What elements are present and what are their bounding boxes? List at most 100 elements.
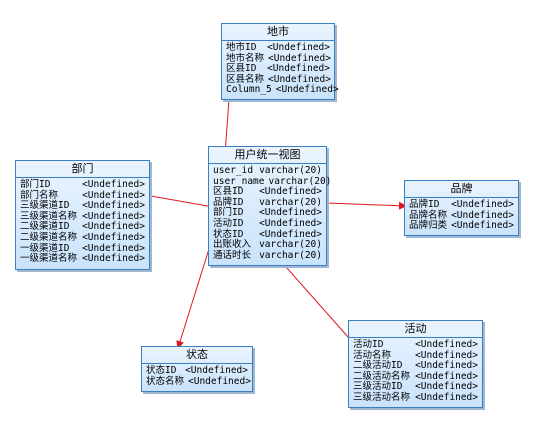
attribute-name: 二级活动ID bbox=[353, 360, 403, 372]
brand-title: 品牌 bbox=[405, 181, 518, 198]
attribute-type: varchar(20) bbox=[259, 165, 322, 176]
attribute-name: 地市ID bbox=[226, 42, 257, 53]
attribute-type: <Undefined> bbox=[82, 189, 145, 201]
attribute-name: user_name bbox=[213, 175, 265, 187]
attribute-name: 活动名称 bbox=[353, 349, 392, 361]
attribute-name: 三级渠道ID bbox=[20, 200, 70, 212]
attribute-type: <Undefined> bbox=[451, 199, 514, 210]
attribute-type: <Undefined> bbox=[82, 210, 145, 222]
attribute-name: Column_5 bbox=[226, 84, 272, 96]
attribute-row: 活动名称 <Undefined> bbox=[353, 349, 478, 362]
attribute-name: 通话时长 bbox=[213, 249, 252, 261]
attribute-type: <Undefined> bbox=[415, 391, 478, 403]
attribute-type: varchar(20) bbox=[259, 196, 322, 208]
attribute-row: 品牌ID varchar(20) bbox=[213, 196, 322, 209]
attribute-name: 活动ID bbox=[353, 339, 384, 350]
attribute-name: 区县ID bbox=[213, 186, 244, 198]
attribute-type: <Undefined> bbox=[267, 63, 330, 75]
attribute-row: 活动ID <Undefined> bbox=[213, 217, 322, 230]
attribute-type: <Undefined> bbox=[188, 375, 251, 387]
attribute-type: <Undefined> bbox=[268, 73, 331, 85]
attribute-type: <Undefined> bbox=[275, 84, 339, 96]
attribute-row: 地市ID <Undefined> bbox=[226, 42, 330, 54]
attribute-type: <Undefined> bbox=[82, 253, 145, 265]
city-entity[interactable]: 地市 地市ID<Undefined> 地市名称<Undefined> 区县ID<… bbox=[221, 23, 339, 100]
attribute-name: 品牌归类 bbox=[409, 220, 448, 232]
dept-entity[interactable]: 部门 部门ID<Undefined> 部门名称 <Undefined> 三级渠道I… bbox=[15, 160, 150, 270]
attribute-row: 通话时长 varchar(20) bbox=[213, 249, 322, 262]
attribute-row: 二级活动ID <Undefined> bbox=[353, 361, 478, 372]
user-view-title: 用户统一视图 bbox=[209, 147, 326, 164]
attribute-name: 二级渠道名称 bbox=[20, 231, 78, 243]
attribute-name: 二级渠道ID bbox=[20, 221, 70, 233]
attribute-type: <Undefined> bbox=[82, 200, 145, 212]
attribute-row: 部门ID<Undefined> bbox=[20, 179, 145, 191]
attribute-name: 品牌名称 bbox=[409, 209, 448, 221]
attribute-row: 活动ID<Undefined> bbox=[353, 339, 478, 351]
attribute-row: 区县ID <Undefined> bbox=[213, 187, 322, 198]
attribute-type: <Undefined> bbox=[415, 349, 478, 361]
attribute-row: user_id varchar(20) bbox=[213, 165, 322, 177]
attribute-name: 三级活动名称 bbox=[353, 391, 411, 403]
attribute-name: 二级活动名称 bbox=[353, 370, 411, 382]
attribute-row: 区县ID <Undefined> bbox=[226, 64, 330, 75]
attribute-name: 区县名称 bbox=[226, 73, 265, 85]
attribute-type: varchar(20) bbox=[259, 249, 322, 261]
attribute-name: 部门ID bbox=[213, 207, 244, 219]
attribute-type: <Undefined> bbox=[82, 242, 145, 254]
attribute-name: 一级渠道名称 bbox=[20, 253, 78, 265]
attribute-name: 部门名称 bbox=[20, 189, 59, 201]
attribute-name: 状态名称 bbox=[146, 375, 185, 387]
attribute-name: 三级活动ID bbox=[353, 381, 403, 393]
attribute-row: 三级活动名称 <Undefined> bbox=[353, 391, 478, 404]
attribute-type: <Undefined> bbox=[268, 52, 331, 64]
attribute-row: 品牌归类<Undefined> bbox=[409, 221, 514, 232]
attribute-row: 区县名称<Undefined> bbox=[226, 73, 331, 86]
attribute-type: <Undefined> bbox=[451, 209, 514, 221]
attribute-row: 三级渠道名称 <Undefined> bbox=[20, 210, 145, 223]
attribute-name: 品牌ID bbox=[213, 196, 244, 208]
status-title: 状态 bbox=[142, 347, 252, 364]
attribute-type: <Undefined> bbox=[82, 231, 145, 243]
attribute-name: 一级渠道ID bbox=[20, 242, 70, 254]
attribute-row: 状态名称<Undefined> bbox=[146, 375, 251, 388]
attribute-type: <Undefined> bbox=[267, 42, 330, 53]
attribute-type: <Undefined> bbox=[82, 179, 145, 190]
attribute-type: <Undefined> bbox=[415, 370, 478, 382]
city-title: 地市 bbox=[222, 24, 334, 41]
attribute-row: 品牌名称<Undefined> bbox=[409, 209, 514, 222]
attribute-type: <Undefined> bbox=[259, 228, 322, 240]
attribute-type: <Undefined> bbox=[415, 360, 478, 372]
attribute-type: <Undefined> bbox=[259, 186, 322, 198]
attribute-row: 部门ID <Undefined> bbox=[213, 208, 322, 219]
attribute-type: <Undefined> bbox=[259, 217, 322, 229]
attribute-row: 品牌ID<Undefined> bbox=[409, 199, 514, 211]
attribute-row: 状态ID<Undefined> bbox=[146, 365, 248, 377]
attribute-type: <Undefined> bbox=[259, 207, 322, 219]
attribute-name: 三级渠道名称 bbox=[20, 210, 78, 222]
attribute-row: 状态ID <Undefined> bbox=[213, 228, 322, 241]
attribute-type: <Undefined> bbox=[451, 220, 514, 232]
status-entity[interactable]: 状态 状态ID<Undefined> 状态名称<Undefined> bbox=[141, 346, 253, 392]
attribute-name: user_id bbox=[213, 165, 254, 176]
activity-entity[interactable]: 活动 活动ID<Undefined> 活动名称<Undefined> 二级活动I… bbox=[348, 320, 483, 408]
attribute-name: 出账收入 bbox=[213, 239, 252, 251]
brand-entity[interactable]: 品牌 品牌ID<Undefined> 品牌名称<Undefined> 品牌归类<… bbox=[404, 180, 519, 236]
attribute-name: 活动ID bbox=[213, 217, 244, 229]
attribute-row: 二级渠道ID<Undefined> bbox=[20, 222, 145, 233]
attribute-row: 一级渠道名称 <Undefined> bbox=[20, 254, 145, 265]
attribute-name: 地市名称 bbox=[226, 52, 265, 64]
activity-title: 活动 bbox=[349, 321, 482, 338]
attribute-row: 二级渠道名称 <Undefined> bbox=[20, 231, 145, 244]
attribute-name: 状态ID bbox=[213, 228, 244, 240]
dept-title: 部门 bbox=[16, 161, 149, 178]
attribute-name: 区县ID bbox=[226, 63, 257, 75]
attribute-type: varchar(20) bbox=[268, 175, 332, 187]
attribute-row: 二级活动名称 <Undefined> bbox=[353, 370, 478, 383]
attribute-row: 三级渠道ID <Undefined> bbox=[20, 201, 145, 212]
attribute-type: varchar(20) bbox=[259, 239, 322, 251]
attribute-type: <Undefined> bbox=[185, 365, 248, 376]
attribute-row: 三级活动ID<Undefined> bbox=[353, 382, 478, 393]
